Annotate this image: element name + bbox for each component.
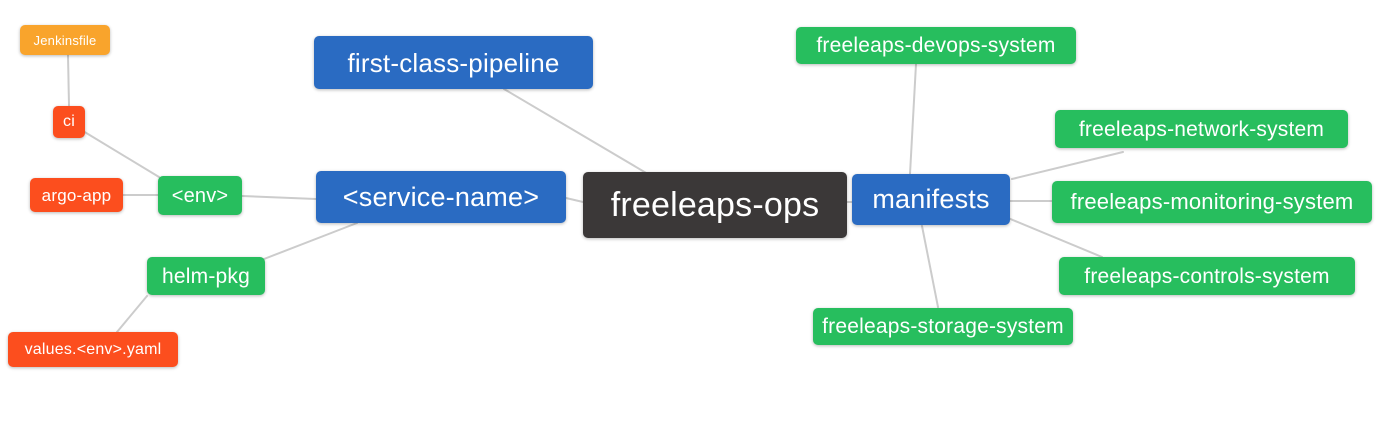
edge-service-name-to-helm-pkg — [263, 222, 358, 260]
edge-ci-to-env — [82, 130, 160, 178]
node-values-env-yaml[interactable]: values.<env>.yaml — [8, 332, 178, 367]
edge-manifests-to-storage-system — [921, 225, 939, 308]
edge-manifests-to-devops-system — [909, 63, 917, 175]
node-freeleaps-ops[interactable]: freeleaps-ops — [583, 172, 847, 238]
edge-first-class-pipeline-to-freeleaps-ops — [503, 88, 654, 178]
node-manifests[interactable]: manifests — [852, 174, 1010, 225]
node-storage-system[interactable]: freeleaps-storage-system — [813, 308, 1073, 345]
node-env[interactable]: <env> — [158, 176, 242, 215]
edge-service-name-to-freeleaps-ops — [565, 197, 584, 203]
edge-helm-pkg-to-values-env-yaml — [116, 295, 148, 333]
edge-manifests-to-controls-system — [1007, 217, 1103, 258]
edge-manifests-to-network-system — [1011, 151, 1124, 180]
node-network-system[interactable]: freeleaps-network-system — [1055, 110, 1348, 148]
node-controls-system[interactable]: freeleaps-controls-system — [1059, 257, 1355, 295]
node-monitoring-system[interactable]: freeleaps-monitoring-system — [1052, 181, 1372, 223]
edge-jenkinsfile-to-ci — [67, 54, 70, 107]
node-argo-app[interactable]: argo-app — [30, 178, 123, 212]
edge-env-to-service-name — [241, 195, 317, 200]
node-devops-system[interactable]: freeleaps-devops-system — [796, 27, 1076, 64]
node-service-name[interactable]: <service-name> — [316, 171, 566, 223]
node-helm-pkg[interactable]: helm-pkg — [147, 257, 265, 295]
node-jenkinsfile[interactable]: Jenkinsfile — [20, 25, 110, 55]
node-first-class-pipeline[interactable]: first-class-pipeline — [314, 36, 593, 89]
node-ci[interactable]: ci — [53, 106, 85, 138]
